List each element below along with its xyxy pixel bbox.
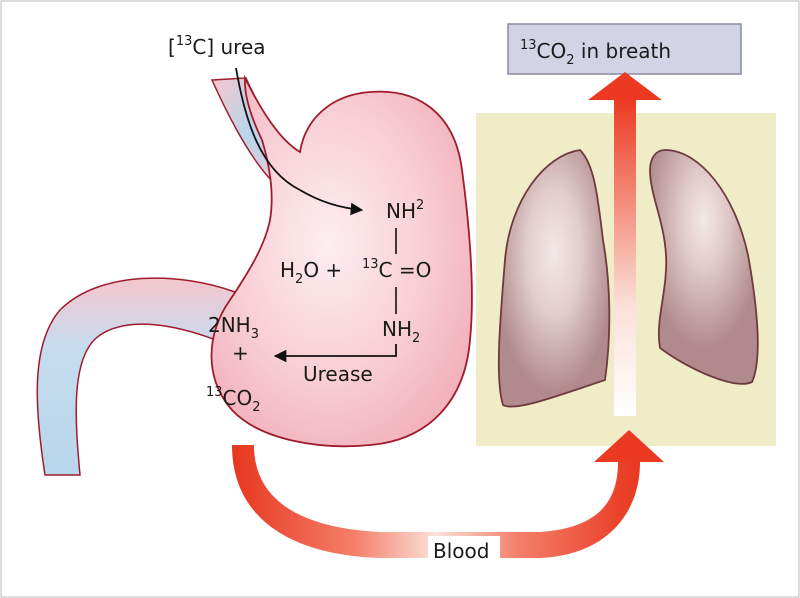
nh2-top: NH2: [386, 198, 424, 223]
urea-entry-arrow: [235, 67, 364, 216]
blood-arrow-head: [594, 430, 664, 462]
ammonia-label: 2NH3: [208, 313, 259, 342]
breath-label: 13CO2 in breath: [520, 38, 671, 68]
urea-input-label: [13C] urea: [168, 34, 266, 59]
breath-arrow-shaft: [614, 100, 636, 416]
urease-arrow: [273, 344, 397, 363]
co2-product-label: 13CO2: [206, 385, 261, 415]
left-lung: [497, 149, 611, 408]
blood-arrow-band: [232, 445, 640, 558]
breath-box: [507, 23, 742, 75]
breath-arrow-head: [588, 72, 662, 100]
carbon-label: 13C =O: [362, 257, 431, 282]
blood-label: Blood: [433, 539, 489, 563]
duodenum: [36, 277, 236, 476]
urease-label: Urease: [303, 362, 373, 386]
water-label: H2O +: [280, 258, 342, 287]
nh2-bottom: NH2: [382, 317, 420, 346]
plus-sign: +: [232, 341, 249, 365]
right-lung: [649, 149, 759, 385]
blood-label-bg: [428, 536, 500, 564]
